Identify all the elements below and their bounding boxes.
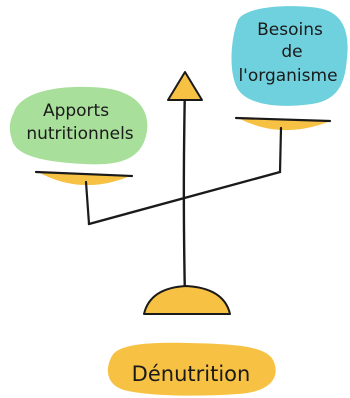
right-pan-rim xyxy=(234,116,332,123)
apports-blob xyxy=(9,86,148,165)
arrow-head xyxy=(167,71,203,101)
besoins-label-line2: de xyxy=(281,42,302,62)
besoins-blob xyxy=(231,6,348,106)
apports-label-line2: nutritionnels xyxy=(26,124,133,144)
left-hanger xyxy=(84,180,91,226)
besoins-label-line1: Besoins xyxy=(257,20,323,40)
denutrition-label: Dénutrition xyxy=(132,362,251,386)
scale-base xyxy=(143,285,231,315)
left-pan-rim xyxy=(34,170,134,178)
apports-label-line1: Apports xyxy=(43,101,109,121)
center-post xyxy=(182,80,187,302)
denutrition-blob xyxy=(107,342,276,396)
right-hanger xyxy=(278,126,283,174)
besoins-label-line3: l'organisme xyxy=(238,66,337,86)
